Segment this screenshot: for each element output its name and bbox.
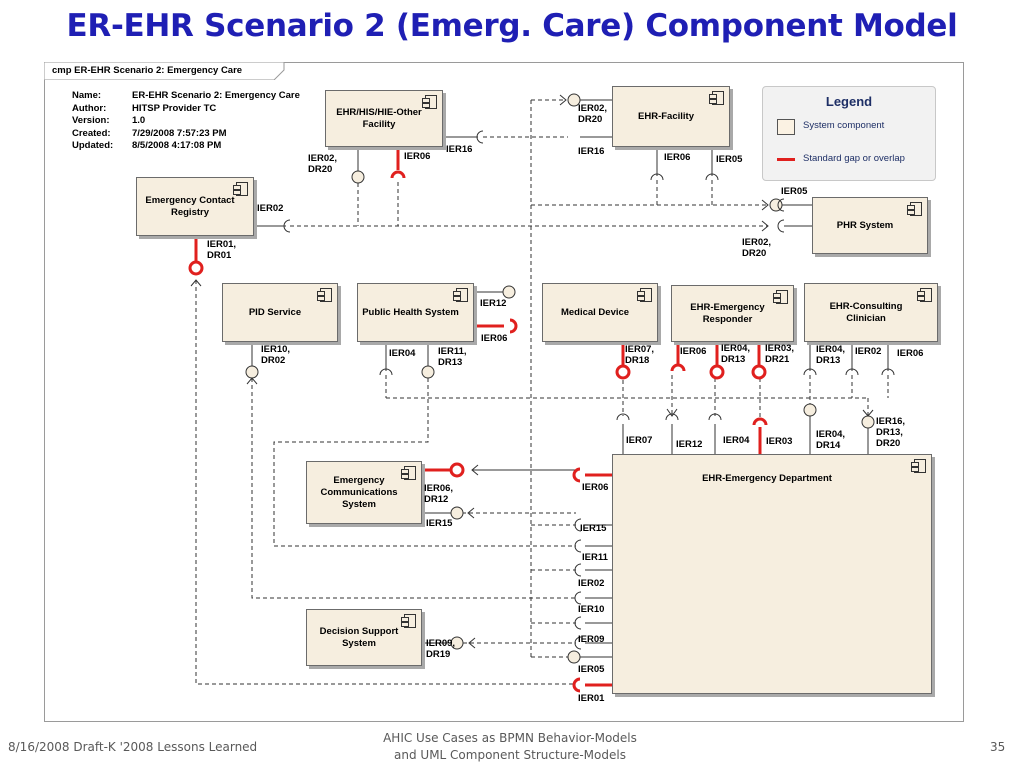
legend-gap-swatch: [777, 158, 795, 161]
interface-label: IER05: [578, 664, 605, 675]
component-medical-device[interactable]: Medical Device: [542, 283, 658, 342]
component-icon: [453, 288, 468, 302]
interface-label: IER02: [855, 346, 882, 357]
interface-label: IER06: [404, 151, 431, 162]
interface-label: IER11: [582, 552, 608, 563]
interface-label: IER06: [481, 333, 508, 344]
interface-label: IER07, DR18: [625, 344, 655, 366]
legend: Legend System component Standard gap or …: [762, 86, 936, 181]
interface-label: IER06: [582, 482, 609, 493]
interface-label: IER07: [626, 435, 653, 446]
interface-label: IER05: [781, 186, 808, 197]
slide-title: ER-EHR Scenario 2 (Emerg. Care) Componen…: [66, 8, 958, 44]
component-icon: [773, 290, 788, 304]
legend-component-swatch: [777, 119, 795, 135]
component-icon: [637, 288, 652, 302]
legend-item-system-component: System component: [803, 120, 885, 131]
interface-label: IER02, DR20: [742, 237, 772, 259]
diagram-metadata: Name:ER-EHR Scenario 2: Emergency Care A…: [72, 90, 300, 153]
component-emergency-communications-system[interactable]: Emergency Communications System: [306, 461, 422, 524]
interface-label: IER06: [680, 346, 707, 357]
interface-label: IER16: [446, 144, 473, 155]
legend-title: Legend: [825, 94, 873, 109]
component-icon: [401, 466, 416, 480]
frame-tab: [44, 62, 285, 80]
legend-item-gap: Standard gap or overlap: [803, 153, 905, 164]
component-decision-support-system[interactable]: Decision Support System: [306, 609, 422, 666]
interface-label: IER10: [578, 604, 605, 615]
interface-label: IER16: [578, 146, 605, 157]
interface-label: IER02, DR20: [578, 103, 608, 125]
component-ehr-emergency-responder[interactable]: EHR-Emergency Responder: [671, 285, 794, 342]
meta-row: Created:7/29/2008 7:57:23 PM: [72, 127, 227, 139]
component-icon: [401, 614, 416, 628]
meta-row: Name:ER-EHR Scenario 2: Emergency Care: [72, 90, 300, 101]
component-ehr-facility[interactable]: EHR-Facility: [612, 86, 730, 147]
component-icon: [911, 459, 926, 473]
component-ehr-emergency-department[interactable]: EHR-Emergency Department: [612, 454, 932, 694]
interface-label: IER01: [578, 693, 605, 704]
component-ehr-consulting-clinician[interactable]: EHR-Consulting Clinician: [804, 283, 938, 342]
component-icon: [422, 95, 437, 109]
interface-label: IER09, DR19: [426, 638, 456, 660]
interface-label: IER10, DR02: [261, 344, 291, 366]
meta-row: Version:1.0: [72, 115, 146, 127]
footer-left: 8/16/2008 Draft-K '2008 Lessons Learned: [8, 740, 258, 754]
interface-label: IER15: [580, 523, 607, 534]
meta-row: Author:HITSP Provider TC: [72, 102, 217, 114]
footer-center: AHIC Use Cases as BPMN Behavior-Models a…: [383, 731, 637, 762]
interface-label: IER02: [257, 203, 284, 214]
interface-label: IER12: [676, 439, 703, 450]
interface-label: IER02, DR20: [308, 153, 338, 175]
component-phr-system[interactable]: PHR System: [812, 197, 928, 254]
interface-label: IER04: [389, 348, 416, 359]
interface-label: IER16, DR13, DR20: [876, 416, 906, 449]
interface-label: IER06: [897, 348, 924, 359]
interface-label: IER04: [723, 435, 750, 446]
interface-label: IER02: [578, 578, 605, 589]
interface-label: IER06: [664, 152, 691, 163]
interface-label: IER15: [426, 518, 453, 529]
interface-label: IER09: [578, 634, 605, 645]
component-emergency-contact-registry[interactable]: Emergency Contact Registry: [136, 177, 254, 236]
component-public-health-system[interactable]: Public Health System: [357, 283, 474, 342]
interface-label: IER04, DR13: [816, 344, 846, 366]
component-icon: [917, 288, 932, 302]
interface-label: IER05: [716, 154, 743, 165]
interface-label: IER01, DR01: [207, 239, 237, 261]
meta-row: Updated:8/5/2008 4:17:08 PM: [72, 140, 222, 152]
component-icon: [317, 288, 332, 302]
frame-label: cmp ER-EHR Scenario 2: Emergency Care: [52, 65, 243, 76]
interface-label: IER04, DR14: [816, 429, 846, 451]
interface-label: IER03: [766, 436, 793, 447]
component-icon: [709, 91, 724, 105]
component-icon: [233, 182, 248, 196]
component-pid-service[interactable]: PID Service: [222, 283, 338, 342]
component-ehr-his-hie[interactable]: EHR/HIS/HIE-Other Facility: [325, 90, 443, 147]
interface-label: IER06, DR12: [424, 483, 454, 505]
page-number: 35: [990, 740, 1006, 754]
interface-label: IER03, DR21: [765, 343, 795, 365]
interface-label: IER11, DR13: [438, 346, 467, 368]
interface-label: IER12: [480, 298, 507, 309]
component-icon: [907, 202, 922, 216]
interface-label: IER04, DR13: [721, 343, 751, 365]
